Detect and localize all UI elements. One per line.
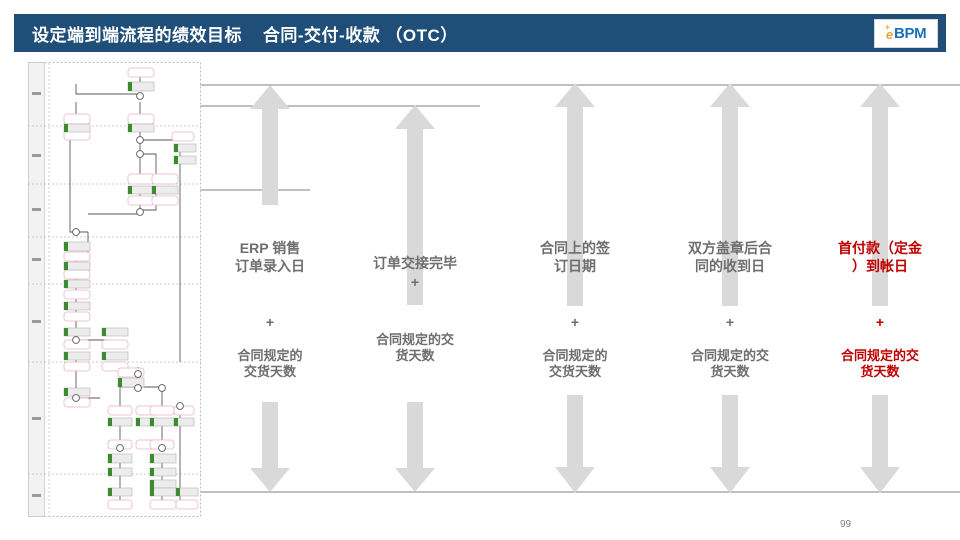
title-bar: 设定端到端流程的绩效目标 合同-交付-收款 （OTC） e BPM — [14, 14, 946, 52]
logo-e-mark: e — [885, 27, 894, 42]
down-arrow-icon — [250, 402, 290, 492]
col-down-payment-received[interactable]: 首付款（定金 ）到帐日 + 合同规定的交 货天数 — [820, 52, 940, 507]
page-number: 99 — [840, 519, 852, 530]
up-arrow-icon — [860, 83, 900, 306]
down-arrow-icon — [395, 402, 435, 492]
column-metric-duration: 合同规定的交 货天数 — [840, 348, 919, 380]
down-arrow-icon — [860, 395, 900, 493]
process-swimlane-diagram[interactable] — [28, 62, 201, 517]
column-plus-sign: + — [410, 274, 420, 290]
page-title: 设定端到端流程的绩效目标 合同-交付-收款 （OTC） — [32, 25, 458, 45]
col-stamped-contract-received[interactable]: 双方盖章后合 同的收到日 + 合同规定的交 货天数 — [670, 52, 790, 507]
up-arrow-icon — [395, 105, 435, 305]
column-plus-sign: + — [265, 314, 275, 330]
col-order-handover-complete[interactable]: 订单交接完毕 + 合同规定的交 货天数 — [360, 52, 470, 507]
column-metric-start: 合同上的签 订日期 — [540, 240, 610, 274]
col-contract-sign-date[interactable]: 合同上的签 订日期 + 合同规定的 交货天数 — [520, 52, 630, 507]
down-arrow-icon — [555, 395, 595, 493]
column-plus-sign: + — [725, 314, 735, 330]
column-metric-start: 首付款（定金 ）到帐日 — [838, 240, 922, 274]
down-arrow-icon — [710, 395, 750, 493]
col-erp-sales-order-entry[interactable]: ERP 销售 订单录入日 + 合同规定的 交货天数 — [215, 52, 325, 507]
up-arrow-icon — [250, 85, 290, 205]
column-metric-start: ERP 销售 订单录入日 — [235, 240, 305, 274]
column-metric-duration: 合同规定的交 货天数 — [690, 348, 769, 380]
sparkle-icon — [884, 24, 891, 31]
slide-canvas: ERP 销售 订单录入日 + 合同规定的 交货天数 订单交接完毕 + 合同规定的… — [0, 52, 960, 540]
column-metric-duration: 合同规定的 交货天数 — [237, 348, 303, 380]
up-arrow-icon — [710, 83, 750, 306]
column-metric-duration: 合同规定的 交货天数 — [542, 348, 608, 380]
up-arrow-icon — [555, 83, 595, 306]
column-metric-duration: 合同规定的交 货天数 — [375, 332, 454, 364]
column-metric-start: 双方盖章后合 同的收到日 — [688, 240, 772, 274]
column-metric-start: 订单交接完毕 — [373, 255, 457, 271]
column-plus-sign: + — [875, 314, 885, 330]
column-plus-sign: + — [570, 314, 580, 330]
logo-text: BPM — [894, 25, 927, 42]
ebpm-logo: e BPM — [874, 19, 938, 48]
